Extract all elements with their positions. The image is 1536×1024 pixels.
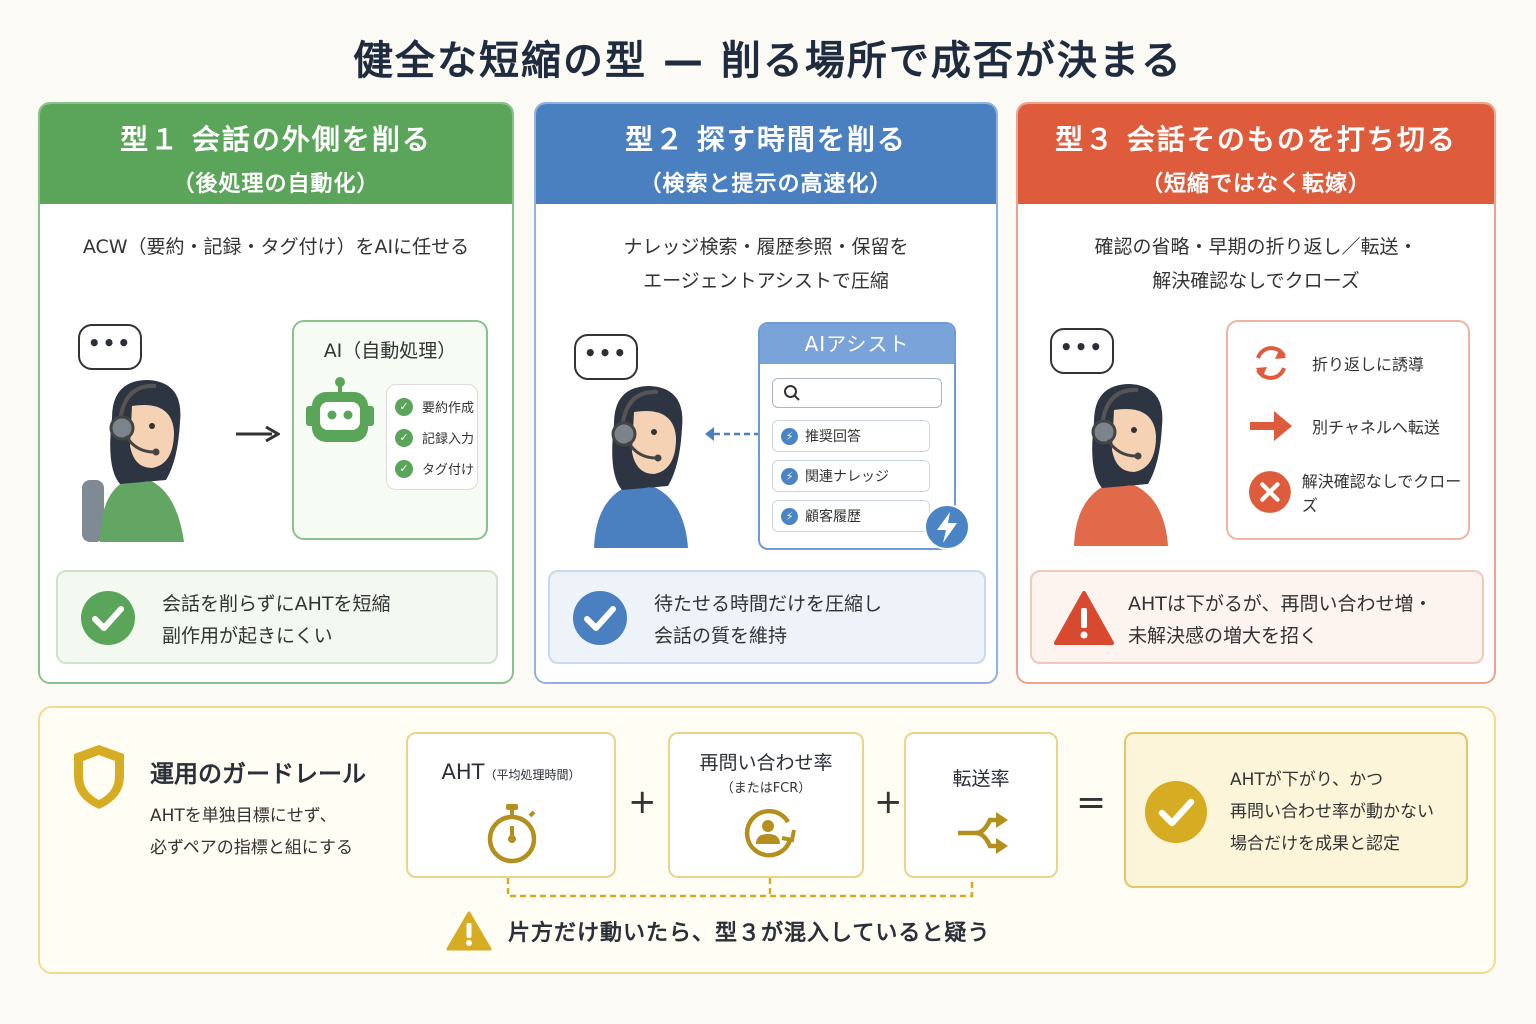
task-item: ✓記録入力 [395, 422, 477, 453]
card-type2-desc-line1: ナレッジ検索・履歴参照・保留を [623, 236, 909, 258]
check-circle-icon [573, 591, 627, 645]
option-transfer: 別チャネルへ転送 [1248, 408, 1440, 444]
bolt-icon: ⚡ [781, 427, 798, 445]
option-callback: 折り返しに誘導 [1248, 342, 1424, 384]
lightning-badge-icon [924, 504, 970, 550]
card-type3-heading: 型３ 会話そのものを打ち切る [1055, 123, 1457, 156]
task-item: ✓タグ付け [395, 453, 477, 484]
speech-bubble-icon: ••• [574, 334, 638, 380]
split-arrows-icon [958, 812, 1008, 854]
guardrail-result: AHTが下がり、かつ 再問い合わせ率が動かない 場合だけを成果と認定 [1124, 732, 1468, 888]
card-type1-description: ACW（要約・記録・タグ付け）をAIに任せる [40, 230, 512, 264]
guardrail-result-text: AHTが下がり、かつ 再問い合わせ率が動かない 場合だけを成果と認定 [1230, 770, 1434, 854]
dashed-arrow-left-icon [705, 427, 760, 441]
arrow-right-icon [236, 426, 280, 442]
card-type2-result-text: 待たせる時間だけを圧縮し 会話の質を維持 [654, 593, 883, 647]
metric-transfer-label: 転送率 [952, 768, 1010, 790]
check-icon: ✓ [395, 397, 413, 416]
plus-operator-1: + [628, 782, 657, 822]
shield-icon [74, 745, 124, 809]
check-circle-icon [1145, 781, 1207, 843]
plus-operator-2: + [874, 782, 903, 822]
cutoff-options-panel: 折り返しに誘導 別チャネルへ転送 解決確認なしでクローズ [1226, 320, 1470, 540]
speech-bubble-icon: ••• [78, 324, 142, 370]
metric-recontact-label: 再問い合わせ率 [699, 752, 833, 774]
metric-recontact-rate: 再問い合わせ率 （またはFCR） [668, 732, 864, 878]
card-type1-header: 型１ 会話の外側を削る （後処理の自動化） [40, 104, 512, 204]
card-type3-description: 確認の省略・早期の折り返し／転送・ 解決確認なしでクローズ [1018, 230, 1494, 298]
option-close-without-confirm: 解決確認なしでクローズ [1248, 468, 1468, 516]
assist-item[interactable]: ⚡関連ナレッジ [772, 460, 930, 492]
speech-bubble-icon: ••• [1050, 328, 1114, 374]
guardrail-warning: 片方だけ動いたら、型３が混入していると疑う [446, 910, 990, 952]
bolt-icon: ⚡ [781, 467, 798, 485]
warning-icon [1054, 591, 1114, 645]
ai-auto-panel: AI（自動処理） ✓要約作成 ✓記録入力 ✓タグ付け [292, 320, 488, 540]
assist-search-input[interactable] [772, 378, 942, 408]
search-icon [784, 385, 800, 401]
card-type2-header: 型２ 探す時間を削る （検索と提示の高速化） [536, 104, 996, 204]
guardrail-warning-text: 片方だけ動いたら、型３が混入していると疑う [508, 921, 991, 946]
card-type3-result: AHTは下がるが、再問い合わせ増・ 未解決感の増大を招く [1030, 570, 1484, 664]
card-type3-header: 型３ 会話そのものを打ち切る （短縮ではなく転嫁） [1018, 104, 1494, 204]
assist-item[interactable]: ⚡推奨回答 [772, 420, 930, 452]
card-type1: 型１ 会話の外側を削る （後処理の自動化） ACW（要約・記録・タグ付け）をAI… [38, 102, 514, 684]
card-type1-subheading: （後処理の自動化） [172, 172, 380, 197]
task-item: ✓要約作成 [395, 391, 477, 422]
close-icon [1248, 471, 1291, 513]
connector-bracket [506, 878, 974, 898]
refresh-icon [1256, 346, 1286, 380]
assist-item[interactable]: ⚡顧客履歴 [772, 500, 930, 532]
person-cycle-icon [744, 808, 796, 858]
guardrail-section: 運用のガードレール AHTを単独目標にせず、 必ずペアの指標と組にする AHT（… [38, 706, 1496, 974]
agent-person-icon [594, 386, 688, 548]
card-type2-heading: 型２ 探す時間を削る [625, 123, 907, 156]
card-type1-result: 会話を削らずにAHTを短縮 副作用が起きにくい [56, 570, 498, 664]
guardrail-description: AHTを単独目標にせず、 必ずペアの指標と組にする [150, 806, 353, 858]
metric-aht: AHT（平均処理時間） [406, 732, 616, 878]
ai-assist-panel: AIアシスト ⚡推奨回答 ⚡関連ナレッジ ⚡顧客履歴 [758, 322, 956, 550]
card-type2-subheading: （検索と提示の高速化） [639, 172, 893, 197]
metric-recontact-sub: （またはFCR） [720, 781, 812, 796]
agent-person-icon [1074, 384, 1168, 546]
check-circle-icon [81, 591, 135, 645]
equals-operator: = [1076, 782, 1107, 823]
card-type2-desc-line2: エージェントアシストで圧縮 [643, 270, 889, 292]
card-type3-subheading: （短縮ではなく転嫁） [1140, 172, 1371, 197]
warning-icon [446, 911, 492, 951]
check-icon: ✓ [395, 428, 413, 447]
ai-auto-panel-title: AI（自動処理） [323, 340, 457, 362]
stopwatch-icon [487, 804, 537, 864]
card-type3-result-text: AHTは下がるが、再問い合わせ増・ 未解決感の増大を招く [1128, 593, 1433, 647]
card-type3-desc-line1: 確認の省略・早期の折り返し／転送・ [1094, 236, 1418, 258]
guardrail-title: 運用のガードレール [150, 760, 366, 788]
card-type3: 型３ 会話そのものを打ち切る （短縮ではなく転嫁） 確認の省略・早期の折り返し／… [1016, 102, 1496, 684]
card-type1-desc-line1: ACW（要約・記録・タグ付け）をAIに任せる [82, 236, 470, 258]
metric-aht-label: AHT（平均処理時間） [441, 760, 581, 784]
ai-assist-panel-title: AIアシスト [760, 324, 954, 364]
card-type2-result: 待たせる時間だけを圧縮し 会話の質を維持 [548, 570, 986, 664]
card-type3-desc-line2: 解決確認なしでクローズ [1152, 270, 1360, 292]
card-type2-description: ナレッジ検索・履歴参照・保留を エージェントアシストで圧縮 [536, 230, 996, 298]
card-type1-result-text: 会話を削らずにAHTを短縮 副作用が起きにくい [162, 593, 391, 647]
card-type2: 型２ 探す時間を削る （検索と提示の高速化） ナレッジ検索・履歴参照・保留を エ… [534, 102, 998, 684]
metric-transfer-rate: 転送率 [904, 732, 1058, 878]
arrow-right-icon [1250, 411, 1292, 441]
card-type1-heading: 型１ 会話の外側を削る [120, 123, 432, 156]
page-title: 健全な短縮の型 — 削る場所で成否が決まる [353, 38, 1183, 84]
agent-person-icon [82, 380, 184, 542]
bolt-icon: ⚡ [781, 507, 798, 525]
ai-task-list: ✓要約作成 ✓記録入力 ✓タグ付け [386, 384, 478, 490]
check-icon: ✓ [395, 459, 413, 478]
robot-icon [306, 377, 374, 442]
